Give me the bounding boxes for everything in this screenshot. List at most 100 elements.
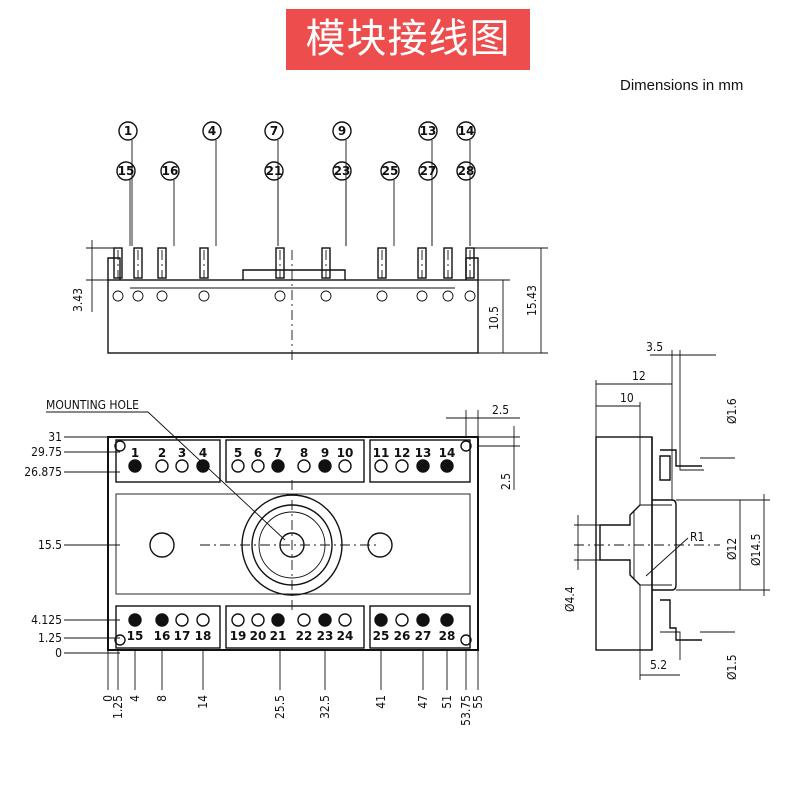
- y-dimension-label: 29.75: [31, 445, 62, 459]
- dia-4-4: Ø4.4: [563, 586, 577, 612]
- section-view: 3.5 12 10 Ø1.6 Ø12 Ø14.5 R1 Ø4.4 5.2 Ø1.…: [563, 340, 770, 680]
- terminal-number: 17: [174, 629, 191, 643]
- terminal: [416, 613, 430, 627]
- pin-label-circle: [456, 121, 476, 141]
- terminal: [297, 459, 311, 473]
- terminal-number: 12: [394, 446, 411, 460]
- x-dimension-label: 41: [374, 695, 388, 709]
- terminal: [175, 459, 189, 473]
- pin-label: 13: [420, 124, 437, 138]
- side-pins: [112, 247, 476, 302]
- terminal-number: 25: [373, 629, 390, 643]
- x-dimension-label: 32.5: [318, 695, 332, 719]
- dim-3-5: 3.5: [646, 340, 663, 354]
- dim-10-5: 10.5: [487, 306, 501, 330]
- x-dimension-label: 14: [196, 695, 210, 709]
- dim-10: 10: [620, 391, 634, 405]
- x-dimension-label: 55: [471, 695, 485, 709]
- pin-label-circle: [264, 161, 284, 181]
- dim-15-43: 15.43: [525, 285, 539, 316]
- pin-label-circle: [264, 121, 284, 141]
- dia-12: Ø12: [725, 538, 739, 560]
- terminal: [440, 613, 454, 627]
- dia-1-6: Ø1.6: [725, 398, 739, 424]
- dim-3-43: 3.43: [71, 288, 85, 312]
- terminal: [297, 613, 311, 627]
- dim-5-2: 5.2: [650, 658, 667, 672]
- terminal: [416, 459, 430, 473]
- pin-label: 28: [458, 164, 475, 178]
- x-dimension-label: 25.5: [273, 695, 287, 719]
- pin-label-circle: [380, 161, 400, 181]
- terminal: [338, 459, 352, 473]
- terminal-number: 14: [439, 446, 456, 460]
- terminal: [374, 613, 388, 627]
- pin-label-circle: [418, 161, 438, 181]
- pin-label-circle: [202, 121, 222, 141]
- terminal-number: 1: [131, 446, 139, 460]
- dim-2-5-top: 2.5: [492, 403, 509, 417]
- x-dimension-label: 51: [440, 695, 454, 709]
- terminal-number: 10: [337, 446, 354, 460]
- terminal-number: 8: [300, 446, 308, 460]
- x-dimension-label: 4: [128, 695, 142, 702]
- y-dimension-label: 26.875: [24, 465, 62, 479]
- y-dimension-label: 15.5: [38, 538, 62, 552]
- dim-2-5-right: 2.5: [499, 473, 513, 490]
- units-note: Dimensions in mm: [620, 77, 744, 94]
- terminal: [155, 613, 169, 627]
- x-dimension-label: 1.25: [111, 695, 125, 719]
- pin-label-circle: [456, 161, 476, 181]
- pin-label: 4: [208, 124, 216, 138]
- pin-label: 15: [118, 164, 135, 178]
- pin-label: 21: [266, 164, 283, 178]
- pin-label-circle: [160, 161, 180, 181]
- terminal-number: 6: [254, 446, 262, 460]
- terminal-number: 11: [373, 446, 390, 460]
- dia-14-5: Ø14.5: [749, 533, 763, 566]
- pin-label: 23: [334, 164, 351, 178]
- pin-label-circle: [418, 121, 438, 141]
- terminal-number: 15: [127, 629, 144, 643]
- terminal: [196, 613, 210, 627]
- dim-12: 12: [632, 369, 646, 383]
- x-dimension-label: 8: [155, 695, 169, 702]
- page-title: 模块接线图: [286, 9, 530, 70]
- x-dimension-label: 47: [416, 695, 430, 709]
- terminal: [155, 459, 169, 473]
- terminal: [338, 613, 352, 627]
- terminal: [374, 459, 388, 473]
- terminal-number: 20: [250, 629, 267, 643]
- pin-label: 27: [420, 164, 437, 178]
- terminal-number: 16: [154, 629, 171, 643]
- terminal-number: 23: [317, 629, 334, 643]
- terminal-number: 9: [321, 446, 329, 460]
- terminal-number: 22: [296, 629, 313, 643]
- pin-label-circle: [116, 161, 136, 181]
- terminal: [175, 613, 189, 627]
- terminal: [395, 613, 409, 627]
- terminal-number: 27: [415, 629, 432, 643]
- terminal: [231, 459, 245, 473]
- terminal: [395, 459, 409, 473]
- module-outline: [107, 436, 479, 651]
- terminal-number: 24: [337, 629, 354, 643]
- pin-label: 14: [458, 124, 475, 138]
- terminal: [128, 613, 142, 627]
- terminal: [231, 613, 245, 627]
- terminal-number: 21: [270, 629, 287, 643]
- pin-label: 16: [162, 164, 179, 178]
- y-dimension-label: 1.25: [38, 631, 62, 645]
- terminal: [128, 459, 142, 473]
- y-dimension-label: 4.125: [31, 613, 62, 627]
- pin-label: 7: [270, 124, 278, 138]
- y-dimension-label: 31: [48, 430, 62, 444]
- pin-label: 9: [338, 124, 346, 138]
- terminal-number: 19: [230, 629, 247, 643]
- terminal: [271, 613, 285, 627]
- side-body: [107, 279, 479, 354]
